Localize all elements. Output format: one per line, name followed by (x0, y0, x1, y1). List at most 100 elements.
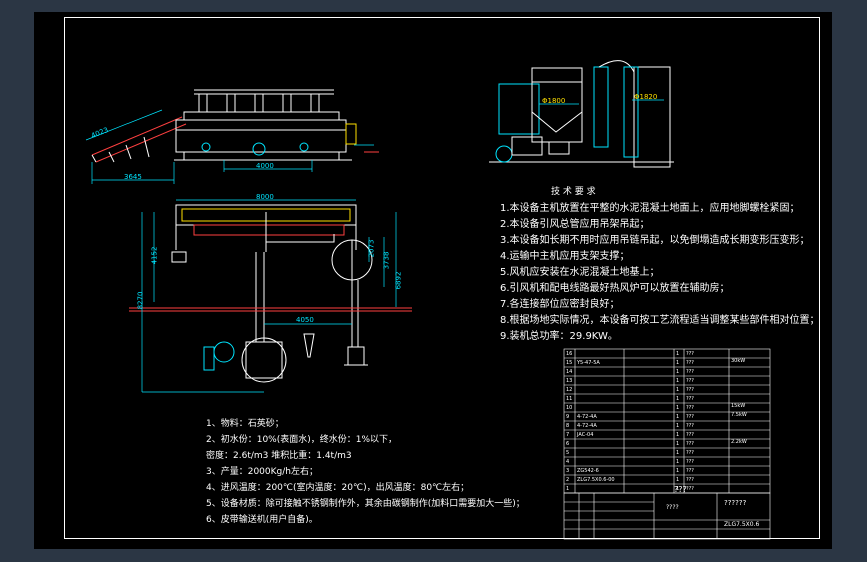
company-name: ?????? (724, 499, 747, 507)
tech-item: 1.本设备主机放置在平整的水泥混凝土地面上，应用地脚螺栓紧固； (500, 203, 800, 214)
parts-cell-qty: 1 (676, 423, 680, 429)
process-note: 4、进风温度：200℃(室内温度：20℃)，出风温度：80℃左右； (206, 483, 470, 493)
parts-cell-note: ??? (686, 405, 694, 411)
parts-cell-note: ??? (686, 423, 694, 429)
plan-view (129, 204, 412, 383)
scale-cell: ???? (666, 504, 679, 511)
parts-cell-no: 15 (566, 360, 573, 366)
parts-side-note: 15kW (731, 403, 746, 409)
dim-plan-width: 4152 (150, 246, 159, 265)
tech-requirements-list: 1.本设备主机放置在平整的水泥混凝土地面上，应用地脚螺栓紧固； 2.本设备引风总… (500, 204, 820, 348)
parts-list-rows (564, 357, 770, 485)
parts-cell-no: 5 (566, 450, 570, 456)
dim-diameter-1: Φ1800 (542, 97, 566, 105)
tech-item: 8.根据场地实际情况，本设备可按工艺流程适当调整某些部件相对位置； (500, 315, 820, 326)
tech-item: 6.引风机和配电线路最好热风炉可以放置在辅助房； (500, 283, 730, 294)
parts-cell-code: ZG542-6 (577, 468, 599, 474)
parts-cell-qty: 1 (676, 459, 680, 465)
parts-side-note: 2.2kW (731, 439, 747, 445)
parts-cell-qty: 1 (676, 369, 680, 375)
parts-cell-qty: 1 (676, 405, 680, 411)
parts-cell-qty: 1 (676, 432, 680, 438)
parts-cell-qty: 1 (676, 378, 680, 384)
parts-cell-note: ??? (686, 378, 694, 384)
parts-cell-qty: 1 (676, 414, 680, 420)
plan-view-dimensions (141, 199, 397, 393)
parts-cell-no: 12 (566, 387, 573, 393)
cad-drawing (85, 60, 771, 540)
parts-cell-no: 8 (566, 423, 570, 429)
parts-cell-qty: 1 (676, 351, 680, 357)
parts-cell-code: JAC-04 (577, 432, 594, 438)
tech-item: 7.各连接部位应密封良好； (500, 299, 620, 310)
process-note: 3、产量：2000Kg/h左右； (206, 467, 318, 477)
parts-cell-no: 6 (566, 441, 570, 447)
process-notes: 1、物料：石英砂； 2、初水份：10%(表面水)，终水份：1%以下， 密度：2.… (206, 420, 566, 532)
tech-item: 4.运输中主机应用支架支撑； (500, 251, 630, 262)
parts-row: 13 1??? (564, 376, 770, 385)
parts-cell-note: ??? (686, 432, 694, 438)
tech-item: 5.风机应安装在水泥混凝土地基上； (500, 267, 660, 278)
parts-cell-qty: 1 (676, 396, 680, 402)
parts-cell-note: ??? (686, 414, 694, 420)
parts-cell-no: 11 (566, 396, 573, 402)
parts-row: 1 1??? (564, 484, 770, 493)
parts-cell-qty: 1 (676, 441, 680, 447)
parts-cell-note: ??? (686, 450, 694, 456)
process-note: 6、皮带输送机(用户自备)。 (206, 515, 318, 525)
parts-cell-no: 10 (566, 405, 573, 411)
front-view-dimensions (539, 99, 664, 105)
drawing-number: ZLG7.5X0.6 (724, 521, 760, 528)
parts-row: 3 ZG542-6 1??? (564, 466, 770, 475)
parts-row: 10 1??? (564, 403, 770, 412)
process-note: 5、设备材质：除可接触不锈钢制作外，其余由碳钢制作(加料口需要加大一些)； (206, 499, 525, 509)
parts-list-grid (563, 348, 771, 540)
dim-plan-length: 8000 (256, 193, 274, 201)
dim-dryer-leg: 4000 (256, 162, 274, 170)
drawing-frame (64, 17, 820, 539)
dim-total-width: 8270 (136, 291, 145, 310)
tech-item: 2.本设备引风总管应用吊架吊起； (500, 219, 650, 230)
parts-cell-no: 14 (566, 369, 573, 375)
parts-cell-note: ??? (686, 441, 694, 447)
parts-cell-note: ??? (686, 360, 694, 366)
drawing-sheet: 4023 3645 4000 8000 4152 8270 4050 2073 … (34, 12, 832, 549)
dim-fan-distance: 4050 (296, 316, 314, 324)
parts-cell-code: 4-72-4A (577, 414, 597, 420)
tech-title: 技 术 要 求 (551, 187, 596, 197)
dim-cyclone-c: 6892 (394, 271, 403, 290)
dim-cyclone-a: 2073 (367, 239, 376, 258)
parts-cell-qty: 1 (676, 477, 680, 483)
parts-side-note: 7.5kW (731, 412, 747, 418)
parts-cell-qty: 1 (676, 468, 680, 474)
parts-cell-code: ZLG7.5X0.6-00 (577, 477, 615, 483)
parts-cell-note: ??? (686, 387, 694, 393)
parts-cell-code: Y5-47-5A (577, 360, 600, 366)
parts-cell-no: 2 (566, 477, 570, 483)
parts-cell-note: ??? (686, 369, 694, 375)
parts-cell-note: ??? (686, 468, 694, 474)
parts-cell-qty: 1 (676, 486, 680, 492)
process-note: 2、初水份：10%(表面水)，终水份：1%以下， (206, 435, 398, 445)
parts-cell-no: 3 (566, 468, 570, 474)
parts-cell-no: 16 (566, 351, 573, 357)
front-view (489, 60, 674, 168)
parts-cell-note: ??? (686, 396, 694, 402)
parts-cell-no: 1 (566, 486, 570, 492)
parts-row: 4 1??? (564, 457, 770, 466)
side-view-dimensions (85, 109, 374, 184)
side-view-dryer (91, 89, 379, 163)
parts-cell-no: 7 (566, 432, 570, 438)
parts-cell-no: 13 (566, 378, 573, 384)
parts-cell-qty: 1 (676, 387, 680, 393)
parts-cell-note: ??? (686, 459, 694, 465)
parts-cell-no: 4 (566, 459, 570, 465)
parts-cell-note: ??? (686, 486, 694, 492)
dim-diameter-2: Φ1820 (634, 93, 658, 101)
